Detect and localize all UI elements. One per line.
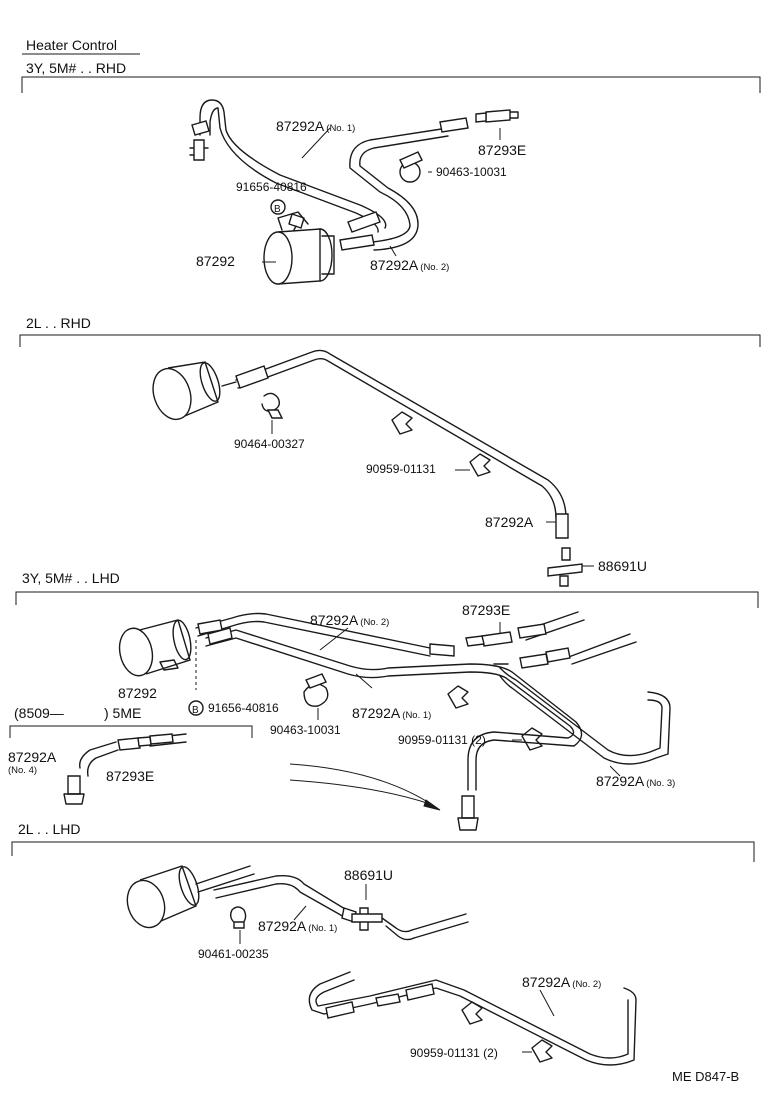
label-hose: 87292A xyxy=(485,514,534,530)
label-hose-no2: 87292A(No. 2) xyxy=(310,612,389,628)
label-hose-no2: 87292A(No. 2) xyxy=(522,974,601,990)
clip xyxy=(391,411,413,435)
clamp-90463 xyxy=(399,151,423,183)
hose-no1 xyxy=(213,874,351,913)
clamp-90464 xyxy=(261,392,284,419)
joint-87293e xyxy=(475,109,519,123)
section-bracket xyxy=(11,841,755,862)
section-header: 2L . . LHD xyxy=(18,821,81,837)
elbow-fitting xyxy=(461,795,475,819)
clip xyxy=(531,1039,553,1063)
inset-box: (8509— ) 5ME xyxy=(9,705,253,805)
label-hose-no1: 87292A(No. 1) xyxy=(258,918,337,934)
diagram-title: Heater Control xyxy=(26,37,117,53)
inset-range: (8509— xyxy=(14,705,64,721)
svg-text:B: B xyxy=(192,705,199,716)
bolt-b: B xyxy=(270,199,305,235)
heater-valve-87292 xyxy=(118,619,192,677)
hose-no2 xyxy=(308,971,637,1066)
label-hose-no1: 87292A(No. 1) xyxy=(352,705,431,721)
clip xyxy=(469,453,491,477)
section-bracket xyxy=(21,76,761,93)
arrow xyxy=(289,763,435,807)
hose-no2 xyxy=(195,612,431,649)
label-inset-hose: 87292A xyxy=(8,749,57,765)
label-tee: 88691U xyxy=(344,867,393,883)
joint-87293e xyxy=(519,647,571,669)
label-tee: 88691U xyxy=(598,558,647,574)
section-2l-rhd: 2L . . RHD 90464-003 xyxy=(19,315,761,587)
label-clamp: 90463-10031 xyxy=(270,723,341,737)
heater-valve xyxy=(126,865,200,929)
section-bracket xyxy=(15,591,759,608)
inset-range-end: ) 5ME xyxy=(104,705,141,721)
label-inset-hose-sub: (No. 4) xyxy=(8,765,37,776)
section-header: 2L . . RHD xyxy=(26,315,91,331)
hose-no2 xyxy=(349,127,449,243)
label-hose-no1: 87292A(No. 1) xyxy=(276,118,355,134)
hose-no1 xyxy=(199,99,387,229)
label-clip: 90959-01131 (2) xyxy=(398,733,486,747)
label-hose-no2: 87292A(No. 2) xyxy=(370,257,449,273)
label-bolt: 91656-40816 xyxy=(208,701,279,715)
tee-88691u xyxy=(547,547,583,587)
hose xyxy=(235,349,567,519)
section-header: 3Y, 5M# . . LHD xyxy=(22,570,120,586)
svg-text:B: B xyxy=(274,204,281,215)
section-3y-lhd: 3Y, 5M# . . LHD xyxy=(8,570,759,831)
clamp-90461 xyxy=(229,906,247,929)
heater-valve xyxy=(152,361,221,421)
bolt-b xyxy=(188,700,204,716)
clip xyxy=(461,1001,483,1025)
label-clamp: 90463-10031 xyxy=(436,165,507,179)
joint-87293e xyxy=(465,623,547,647)
label-clamp: 90461-00235 xyxy=(198,947,269,961)
hose-no3 xyxy=(499,667,663,757)
label-clip: 90959-01131 (2) xyxy=(410,1046,498,1060)
label-hose-no3: 87292A(No. 3) xyxy=(596,773,675,789)
label-inset-joint: 87293E xyxy=(106,768,154,784)
heater-valve-87292 xyxy=(263,211,335,285)
section-bracket xyxy=(19,334,761,347)
label-valve: 87292 xyxy=(118,685,157,701)
label-clip: 90959-01131 xyxy=(366,462,436,476)
clip xyxy=(521,727,543,751)
label-valve: 87292 xyxy=(196,253,235,269)
clip xyxy=(447,685,469,709)
hose-no1 xyxy=(205,629,583,791)
section-3y-rhd: 3Y, 5M# . . RHD B xyxy=(21,60,761,285)
label-joint: 87293E xyxy=(462,602,510,618)
label-joint: 87293E xyxy=(478,142,526,158)
label-clamp: 90464-00327 xyxy=(234,437,305,451)
footer-code: ME D847-B xyxy=(672,1069,739,1084)
tee-88691u xyxy=(351,907,415,941)
label-bolt: 91656-40816 xyxy=(236,180,307,194)
section-2l-lhd: 2L . . LHD xyxy=(11,821,755,1066)
clamp-90463 xyxy=(303,673,329,707)
section-header: 3Y, 5M# . . RHD xyxy=(26,60,126,76)
